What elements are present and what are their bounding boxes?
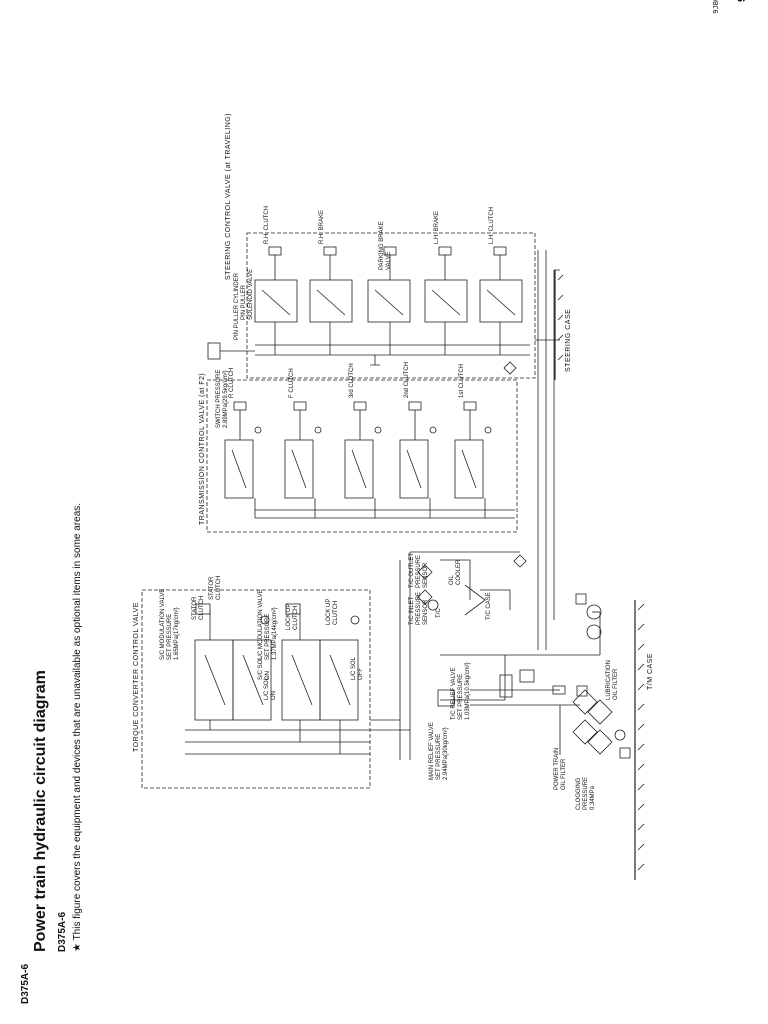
svg-text:0.34MPa: 0.34MPa xyxy=(590,785,596,810)
svg-text:SET PRESSURE: SET PRESSURE xyxy=(167,614,173,660)
svg-text:ON: ON xyxy=(265,671,271,680)
svg-text:CLUTCH: CLUTCH xyxy=(199,596,205,620)
torque-converter-box xyxy=(141,589,371,789)
svg-text:SET PRESSURE: SET PRESSURE xyxy=(265,614,271,660)
svg-text:1.65MPa{17kg/cm²}: 1.65MPa{17kg/cm²} xyxy=(174,607,180,660)
svg-text:S/C MODULATION VALVE: S/C MODULATION VALVE xyxy=(160,589,166,660)
case-lines xyxy=(554,270,645,880)
svg-text:T/C RELIEF VALVE: T/C RELIEF VALVE xyxy=(451,668,457,720)
svg-text:PRESSURE: PRESSURE xyxy=(583,777,589,810)
svg-text:STEERING CASE: STEERING CASE xyxy=(565,309,572,372)
svg-text:2.89MPa{29.5kg/cm²}: 2.89MPa{29.5kg/cm²} xyxy=(223,370,229,428)
tm-box-title: TRANSMISSION CONTROL VALVE (at F2) xyxy=(199,373,206,525)
svg-text:SET PRESSURE: SET PRESSURE xyxy=(458,674,464,720)
svg-text:T/C OUTLET: T/C OUTLET xyxy=(409,553,415,588)
svg-text:3rd CLUTCH: 3rd CLUTCH xyxy=(349,363,355,398)
svg-text:LUBRICATION: LUBRICATION xyxy=(606,660,612,700)
svg-text:POWER TRAIN: POWER TRAIN xyxy=(554,748,560,790)
svg-text:SWITCH PRESSURE: SWITCH PRESSURE xyxy=(216,370,222,428)
svg-text:COOLER: COOLER xyxy=(456,559,462,585)
tc-box-title: TORQUE CONVERTER CONTROL VALVE xyxy=(133,602,140,752)
svg-text:2.94MPa{30kg/cm²}: 2.94MPa{30kg/cm²} xyxy=(443,727,449,780)
svg-text:T/C: T/C xyxy=(436,608,442,618)
svg-text:L/C SOL: L/C SOL xyxy=(264,676,270,700)
svg-text:T/M CASE: T/M CASE xyxy=(647,653,654,690)
svg-text:SOLENOID VALVE: SOLENOID VALVE xyxy=(248,269,254,320)
svg-text:PRESSURE: PRESSURE xyxy=(416,592,422,625)
svg-text:OIL: OIL xyxy=(449,575,455,585)
svg-text:OIL FILTER: OIL FILTER xyxy=(561,758,567,790)
svg-text:CLUTCH: CLUTCH xyxy=(333,601,339,625)
svg-text:STATOR: STATOR xyxy=(209,576,215,600)
svg-text:L/C SOL: L/C SOL xyxy=(351,656,357,680)
diagram-labels: TORQUE CONVERTER CONTROL VALVE S/C MODUL… xyxy=(133,113,654,810)
svg-text:S/C SOL: S/C SOL xyxy=(258,656,264,680)
svg-text:1st CLUTCH: 1st CLUTCH xyxy=(459,364,465,398)
transmission-box xyxy=(206,379,518,533)
svg-text:PIN PULLER: PIN PULLER xyxy=(241,284,247,320)
steering-box xyxy=(207,232,536,379)
svg-text:ON: ON xyxy=(271,691,277,700)
svg-text:L/C MODULATION VALVE: L/C MODULATION VALVE xyxy=(258,589,264,660)
svg-text:1.03MPa{10.5kg/cm²}: 1.03MPa{10.5kg/cm²} xyxy=(465,662,471,720)
svg-text:T/C CASE: T/C CASE xyxy=(486,592,492,620)
svg-text:1.37MPa{14kg/cm²}: 1.37MPa{14kg/cm²} xyxy=(272,607,278,660)
lower-cluster xyxy=(417,559,631,759)
svg-text:R.H. BRAKE: R.H. BRAKE xyxy=(319,210,325,244)
svg-text:F CLUTCH: F CLUTCH xyxy=(289,368,295,398)
svg-text:LOCK UP: LOCK UP xyxy=(326,599,332,625)
svg-text:SENSOR: SENSOR xyxy=(423,562,429,588)
svg-text:CLOGGING: CLOGGING xyxy=(576,777,582,810)
svg-text:L.H. CLUTCH: L.H. CLUTCH xyxy=(489,207,495,244)
steering-box-title: STEERING CONTROL VALVE (at TRAVELING) xyxy=(225,113,232,280)
svg-text:OIL FILTER: OIL FILTER xyxy=(613,668,619,700)
svg-text:L.H. BRAKE: L.H. BRAKE xyxy=(434,211,440,244)
svg-text:R.H. CLUTCH: R.H. CLUTCH xyxy=(264,206,270,244)
svg-text:SENSOR: SENSOR xyxy=(423,599,429,625)
svg-text:OFF: OFF xyxy=(358,668,364,680)
svg-text:CLUTCH: CLUTCH xyxy=(293,606,299,630)
svg-text:SET PRESSURE: SET PRESSURE xyxy=(436,734,442,780)
svg-text:PIN PULLER CYLINDER: PIN PULLER CYLINDER xyxy=(234,272,240,340)
svg-text:CLUTCH: CLUTCH xyxy=(216,576,222,600)
svg-text:LOCK UP: LOCK UP xyxy=(286,604,292,630)
trunk-lines xyxy=(370,250,602,760)
svg-text:MAIN RELIEF VALVE: MAIN RELIEF VALVE xyxy=(429,722,435,780)
svg-text:PRESSURE: PRESSURE xyxy=(416,555,422,588)
svg-text:PARKING BRAKE: PARKING BRAKE xyxy=(379,221,385,270)
svg-text:T/C INLET: T/C INLET xyxy=(409,596,415,625)
svg-text:STATOR: STATOR xyxy=(192,596,198,620)
svg-text:2nd CLUTCH: 2nd CLUTCH xyxy=(404,362,410,398)
svg-text:R CLUTCH: R CLUTCH xyxy=(229,368,235,398)
svg-text:VALVE: VALVE xyxy=(386,252,392,270)
